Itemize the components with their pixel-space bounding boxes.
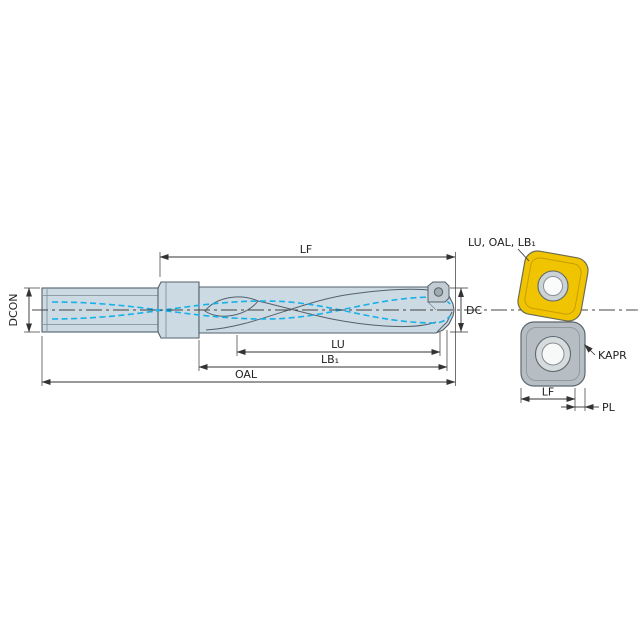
kapr-label: KAPR <box>598 349 627 362</box>
tip-insert-screw <box>433 287 444 297</box>
insert-front-hole-inner <box>543 276 563 296</box>
tip-edge-line <box>436 311 453 333</box>
pl-label: PL <box>602 401 616 414</box>
dimensions: LF DCON DC LU LB₁ OAL <box>7 243 482 386</box>
insert-side-view <box>520 321 586 387</box>
insert-front-view <box>517 250 589 322</box>
tip-pocket-line <box>427 301 437 311</box>
insert-callout-leader <box>517 248 530 262</box>
insert-lf-label: LF <box>542 386 554 399</box>
flute-runout-curve <box>204 296 259 317</box>
lu-label: LU <box>331 338 345 351</box>
flute-helix-curve <box>205 288 437 331</box>
coolant-channel <box>51 300 451 324</box>
kapr-leader <box>584 344 596 356</box>
insert-side-inner-contour <box>526 327 580 381</box>
insert-dimensions: LF PL <box>520 386 616 414</box>
insert-callout-label: LU, OAL, LB₁ <box>468 236 536 249</box>
lf-label: LF <box>300 243 312 256</box>
oal-label: OAL <box>235 368 258 381</box>
insert-front-inner-contour <box>524 257 582 315</box>
drill-tool <box>41 281 455 339</box>
lb1-label: LB₁ <box>321 353 339 366</box>
dc-label: DC <box>466 304 482 317</box>
dcon-label: DCON <box>7 293 20 326</box>
insert-side-hole-inner <box>541 342 565 366</box>
